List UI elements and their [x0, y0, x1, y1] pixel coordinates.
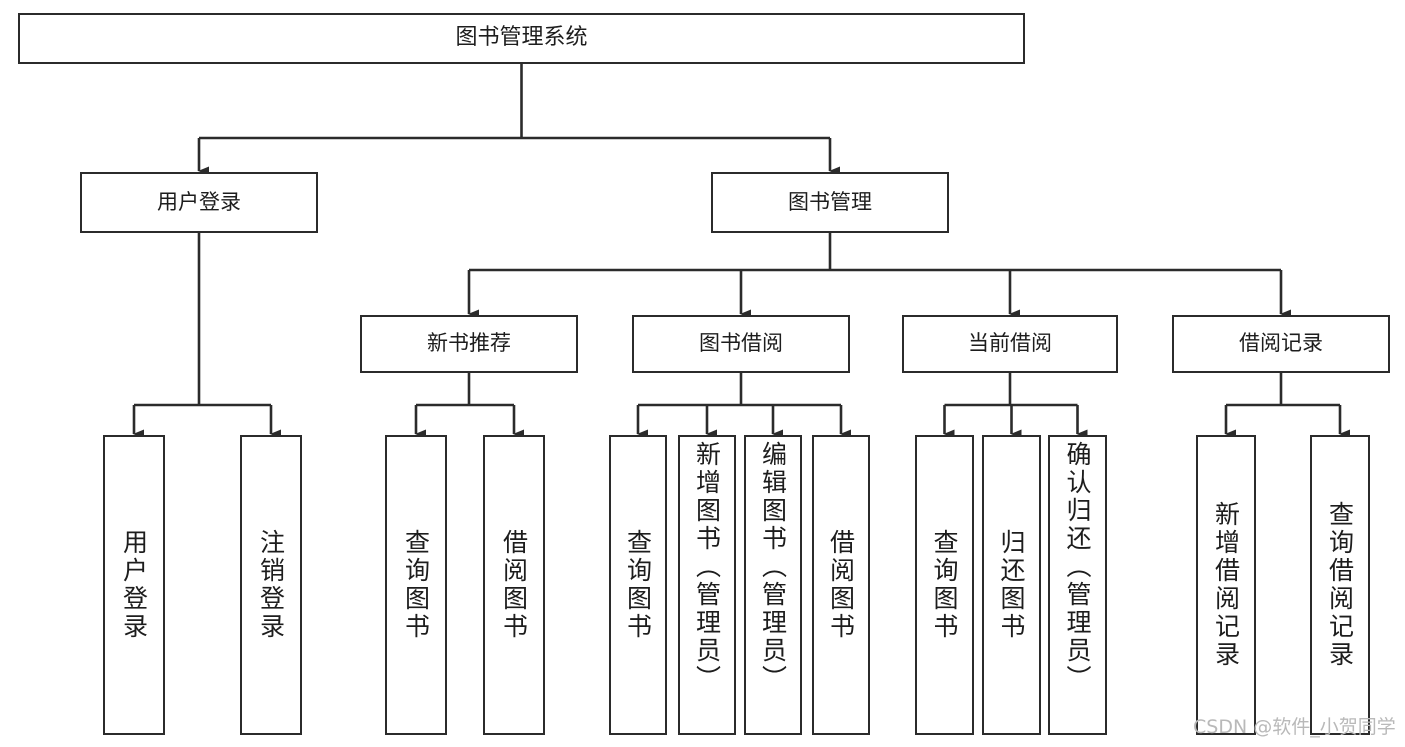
node-box-leaf_3[interactable]: 借阅图书 — [483, 435, 545, 735]
node-label-l3_3: 借阅记录 — [1239, 331, 1323, 356]
node-box-leaf_6[interactable]: 编辑图书（管理员） — [744, 435, 802, 735]
node-box-leaf_5[interactable]: 新增图书（管理员） — [678, 435, 736, 735]
node-label-leaf_12: 查询借阅记录 — [1325, 501, 1355, 669]
node-box-leaf_12[interactable]: 查询借阅记录 — [1310, 435, 1370, 735]
node-label-leaf_2: 查询图书 — [401, 529, 431, 641]
node-box-leaf_1[interactable]: 注销登录 — [240, 435, 302, 735]
node-label-leaf_1: 注销登录 — [256, 529, 286, 641]
node-label-root: 图书管理系统 — [455, 25, 588, 51]
node-label-leaf_9: 归还图书 — [997, 529, 1026, 641]
node-label-leaf_6: 编辑图书（管理员） — [758, 441, 788, 693]
node-box-leaf_9[interactable]: 归还图书 — [982, 435, 1041, 735]
node-box-root[interactable]: 图书管理系统 — [18, 13, 1025, 64]
node-label-l2_0: 用户登录 — [157, 189, 241, 214]
node-label-leaf_0: 用户登录 — [119, 529, 149, 641]
node-box-l3_3[interactable]: 借阅记录 — [1172, 315, 1390, 373]
node-box-l2_0[interactable]: 用户登录 — [80, 172, 318, 233]
node-label-leaf_11: 新增借阅记录 — [1211, 501, 1241, 669]
node-box-leaf_2[interactable]: 查询图书 — [385, 435, 447, 735]
node-label-leaf_7: 借阅图书 — [826, 529, 856, 641]
node-label-l3_1: 图书借阅 — [699, 331, 783, 356]
connector-lines — [132, 64, 1350, 439]
node-box-leaf_7[interactable]: 借阅图书 — [812, 435, 870, 735]
node-box-l3_1[interactable]: 图书借阅 — [632, 315, 850, 373]
node-label-l3_2: 当前借阅 — [968, 331, 1052, 356]
node-box-leaf_10[interactable]: 确认归还（管理员） — [1048, 435, 1107, 735]
node-label-l3_0: 新书推荐 — [427, 331, 511, 356]
node-label-leaf_10: 确认归还（管理员） — [1063, 441, 1092, 693]
node-label-leaf_5: 新增图书（管理员） — [692, 441, 722, 693]
node-box-leaf_0[interactable]: 用户登录 — [103, 435, 165, 735]
node-box-l3_0[interactable]: 新书推荐 — [360, 315, 578, 373]
node-box-l2_1[interactable]: 图书管理 — [711, 172, 949, 233]
node-box-leaf_11[interactable]: 新增借阅记录 — [1196, 435, 1256, 735]
node-label-leaf_8: 查询图书 — [930, 529, 959, 641]
node-label-leaf_3: 借阅图书 — [499, 529, 529, 641]
node-label-leaf_4: 查询图书 — [623, 529, 653, 641]
node-box-leaf_4[interactable]: 查询图书 — [609, 435, 667, 735]
node-label-l2_1: 图书管理 — [788, 189, 872, 214]
node-box-leaf_8[interactable]: 查询图书 — [915, 435, 974, 735]
node-box-l3_2[interactable]: 当前借阅 — [902, 315, 1118, 373]
